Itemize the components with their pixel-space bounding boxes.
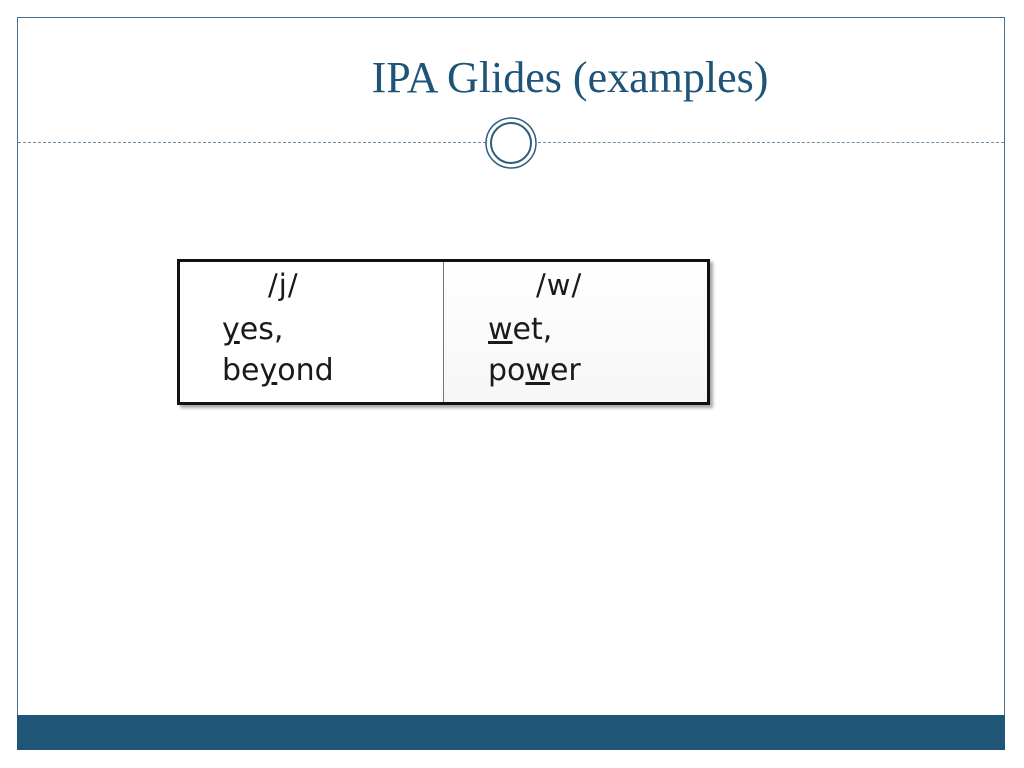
underlined-letter: w	[525, 353, 550, 388]
column-header-w: /w/	[536, 268, 583, 302]
underlined-letter: y	[259, 353, 278, 388]
slide-title: IPA Glides (examples)	[371, 53, 769, 102]
underlined-letter: y	[222, 312, 240, 347]
title-divider-right	[538, 142, 1004, 143]
footer-bar	[17, 715, 1005, 750]
underlined-letter: w	[488, 312, 513, 347]
example-word-beyond: beyond	[222, 353, 334, 388]
title-divider-left	[18, 142, 486, 143]
glides-example-table: /j/ yes, beyond /w/ wet, power	[177, 259, 710, 405]
example-word-power: power	[488, 353, 581, 388]
table-column-j: /j/ yes, beyond	[180, 262, 444, 402]
example-word-yes: yes,	[222, 312, 284, 347]
circle-ornament-icon	[485, 117, 537, 169]
column-header-j: /j/	[268, 268, 299, 302]
example-word-wet: wet,	[488, 312, 553, 347]
table-column-w: /w/ wet, power	[444, 262, 707, 402]
